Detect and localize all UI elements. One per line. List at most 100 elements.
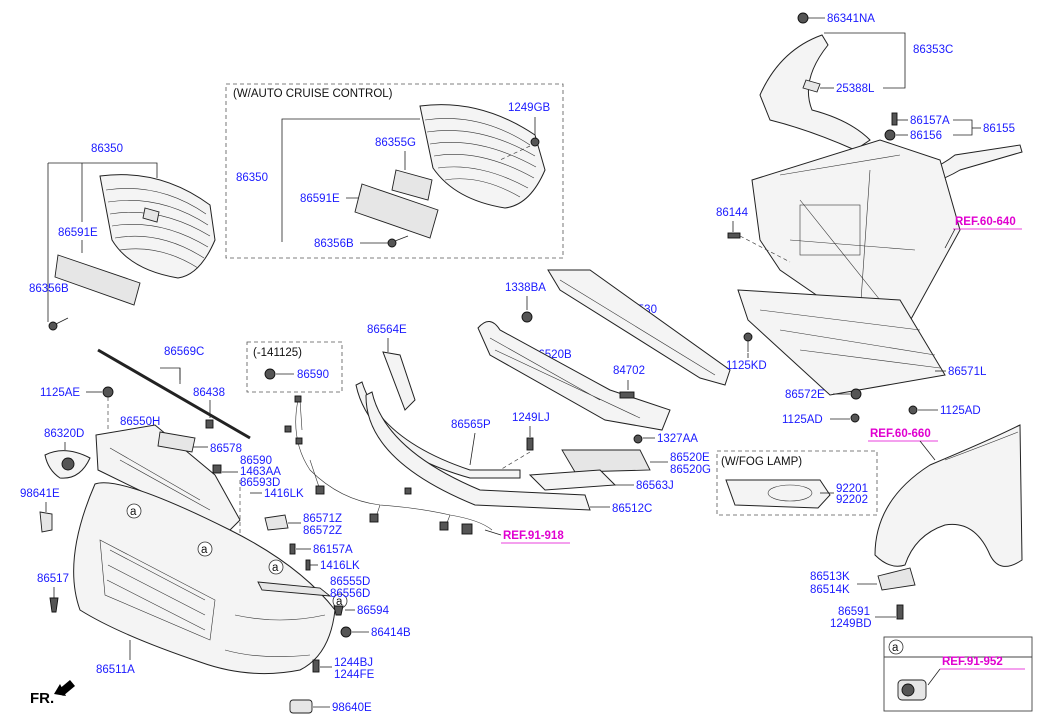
label-86514k[interactable]: 86514K (810, 584, 850, 596)
label-25388l[interactable]: 25388L (836, 83, 875, 95)
label-86341na[interactable]: 86341NA (827, 13, 875, 25)
label-92202[interactable]: 92202 (836, 494, 868, 506)
cap-98641e (39, 511, 53, 533)
label-1125ad-left[interactable]: 1125AD (782, 414, 823, 426)
label-86356b-left[interactable]: 86356B (29, 283, 69, 295)
label-86556d[interactable]: 86556D (330, 588, 370, 600)
label-86156[interactable]: 86156 (910, 130, 942, 142)
label-86414b[interactable]: 86414B (371, 627, 411, 639)
label-86555d[interactable]: 86555D (330, 576, 370, 588)
label-86157a-b[interactable]: 86157A (313, 544, 353, 556)
label-92201[interactable]: 92201 (836, 483, 868, 495)
label-1249bd[interactable]: 1249BD (830, 618, 872, 630)
inset-a-box: a REF.91-952 (883, 636, 1033, 712)
auto-cruise-control-box: (W/AUTO CRUISE CONTROL) 1249GB 86355G 86… (225, 83, 564, 259)
tow-cap-98640e (289, 699, 313, 714)
fender-part (874, 424, 1023, 567)
label-86591[interactable]: 86591 (838, 606, 870, 618)
label-86520g[interactable]: 86520G (670, 464, 711, 476)
label-86564e[interactable]: 86564E (367, 324, 407, 336)
label-86512c[interactable]: 86512C (612, 503, 652, 515)
label-86320d[interactable]: 86320D (44, 428, 84, 440)
label-1125kd[interactable]: 1125KD (726, 360, 767, 372)
label-86355g[interactable]: 86355G (375, 137, 416, 149)
clip-86590-b (264, 368, 276, 380)
label-86350-box[interactable]: 86350 (236, 172, 268, 184)
svg-text:a: a (336, 596, 343, 608)
label-84702[interactable]: 84702 (613, 365, 645, 377)
radar-cover-part (391, 169, 433, 201)
label-86513k[interactable]: 86513K (810, 571, 850, 583)
bolt-1125kd (743, 332, 753, 342)
bracket-86513k (877, 567, 916, 591)
callout-a-3: a (268, 559, 284, 575)
fog-box-title: (W/FOG LAMP) (721, 456, 802, 468)
part-86594 (333, 605, 344, 616)
label-1463aa[interactable]: 1463AA (240, 466, 281, 478)
wiring-harness: REF.91-918 (284, 395, 570, 544)
bolt-1125ae (102, 386, 114, 398)
label-86590-b[interactable]: 86590 (297, 369, 329, 381)
label-86572e[interactable]: 86572E (785, 389, 825, 401)
pad-86144 (727, 232, 741, 239)
parking-sensor-part (897, 679, 927, 701)
label-86594[interactable]: 86594 (357, 605, 390, 617)
label-1244bj[interactable]: 1244BJ (334, 657, 373, 669)
ref-60-660[interactable]: REF.60-660 (870, 428, 931, 440)
label-86565p[interactable]: 86565P (451, 419, 491, 431)
label-1327aa[interactable]: 1327AA (657, 433, 698, 445)
label-86593d[interactable]: 86593D (240, 477, 280, 489)
fog-lamp-box: (W/FOG LAMP) 92201 92202 (716, 450, 878, 516)
label-1125ae[interactable]: 1125AE (40, 387, 80, 399)
label-86591e-left[interactable]: 86591E (58, 227, 98, 239)
label-1249lj[interactable]: 1249LJ (512, 412, 550, 424)
ref-91-952[interactable]: REF.91-952 (942, 656, 1003, 668)
label-86569c[interactable]: 86569C (164, 346, 204, 358)
label-98640e[interactable]: 98640E (332, 702, 372, 714)
cruise-box-title: (W/AUTO CRUISE CONTROL) (233, 88, 393, 100)
clip-86156 (884, 129, 896, 141)
cruise-grille-part (419, 104, 546, 209)
label-86511a[interactable]: 86511A (96, 664, 135, 676)
label-1416lk-a[interactable]: 1416LK (264, 488, 304, 500)
molding-86569c (97, 348, 251, 440)
inset-a-marker: a (892, 642, 899, 654)
strip-86564e (382, 351, 416, 411)
fog-lamp-part (725, 479, 831, 509)
label-86155[interactable]: 86155 (983, 123, 1015, 135)
label-86572z[interactable]: 86572Z (303, 525, 342, 537)
label-86550h[interactable]: 86550H (120, 416, 160, 428)
label-86590-a[interactable]: 86590 (240, 455, 272, 467)
label-1249gb[interactable]: 1249GB (508, 102, 551, 114)
radiator-upper-cover (759, 34, 871, 151)
label-86144[interactable]: 86144 (716, 207, 749, 219)
label-1416lk-b[interactable]: 1416LK (320, 560, 360, 572)
label-86571l[interactable]: 86571L (948, 366, 987, 378)
label-1244fe[interactable]: 1244FE (334, 669, 375, 681)
label-86438[interactable]: 86438 (193, 387, 225, 399)
label-1338ba[interactable]: 1338BA (505, 282, 546, 294)
label-86350-left[interactable]: 86350 (91, 143, 123, 155)
label-86563j[interactable]: 86563J (636, 480, 674, 492)
label-86520e[interactable]: 86520E (670, 452, 710, 464)
bolt-1125ad-left (850, 413, 860, 423)
label-1125ad-right[interactable]: 1125AD (940, 405, 981, 417)
fr-label: FR. (30, 690, 54, 707)
ref-91-918[interactable]: REF.91-918 (503, 530, 564, 542)
label-86353c[interactable]: 86353C (913, 44, 953, 56)
label-86356b-box[interactable]: 86356B (314, 238, 354, 250)
lower-reinforcement-86512c (365, 391, 591, 511)
center-beam-group: 1338BA 86530 1125KD 86520B 84702 86571L … (477, 269, 987, 431)
undercover-86571l (737, 289, 946, 396)
nut-1338ba (521, 311, 533, 323)
label-86571z[interactable]: 86571Z (303, 513, 342, 525)
label-98641e[interactable]: 98641E (20, 488, 60, 500)
label-86157a-top[interactable]: 86157A (910, 115, 950, 127)
label-86517[interactable]: 86517 (37, 573, 69, 585)
label-86578[interactable]: 86578 (210, 443, 242, 455)
svg-text:a: a (272, 562, 279, 574)
callout-a-2: a (197, 541, 213, 557)
label-86591e-box[interactable]: 86591E (300, 193, 340, 205)
ref-60-640[interactable]: REF.60-640 (955, 216, 1016, 228)
